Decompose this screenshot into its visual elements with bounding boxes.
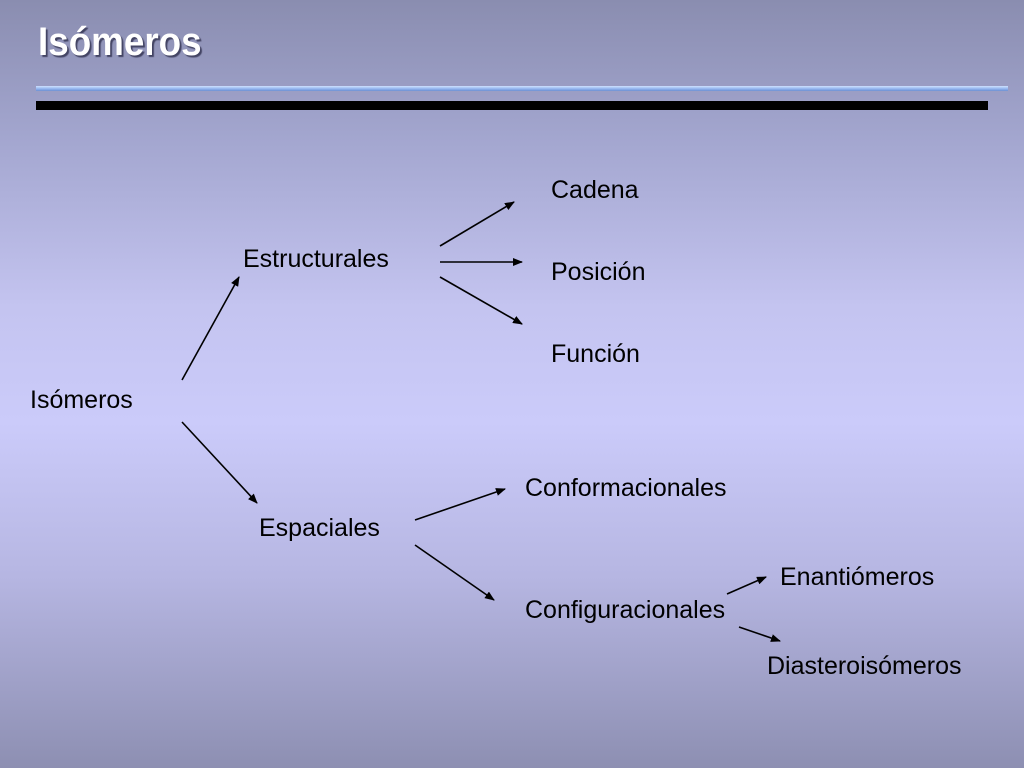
arrow-estructurales-to-cadena (439, 201, 515, 247)
node-isomeros: Isómeros (30, 386, 133, 414)
arrow-estructurales-to-funcion (439, 276, 523, 325)
node-cadena: Cadena (551, 176, 639, 204)
node-conformacionales: Conformacionales (525, 474, 727, 502)
node-posicion: Posición (551, 258, 646, 286)
arrow-isomeros-to-estructurales (181, 276, 240, 381)
node-espaciales: Espaciales (259, 514, 380, 542)
slide-title: Isómeros (38, 20, 202, 64)
node-funcion: Función (551, 340, 640, 368)
title-underline-light (36, 86, 1008, 91)
title-underline-dark (36, 101, 988, 110)
arrow-espaciales-to-configuracionales (414, 544, 495, 601)
node-enantiomeros: Enantiómeros (780, 563, 935, 591)
node-diasteroisomeros: Diasteroisómeros (767, 652, 962, 680)
node-estructurales: Estructurales (243, 245, 389, 273)
arrow-configuracionales-to-enantiomeros (726, 576, 767, 595)
arrow-configuracionales-to-diasteroisomeros (738, 626, 781, 642)
arrow-espaciales-to-conformacionales (414, 488, 506, 521)
arrow-isomeros-to-espaciales (181, 421, 258, 504)
node-configuracionales: Configuracionales (525, 596, 726, 624)
